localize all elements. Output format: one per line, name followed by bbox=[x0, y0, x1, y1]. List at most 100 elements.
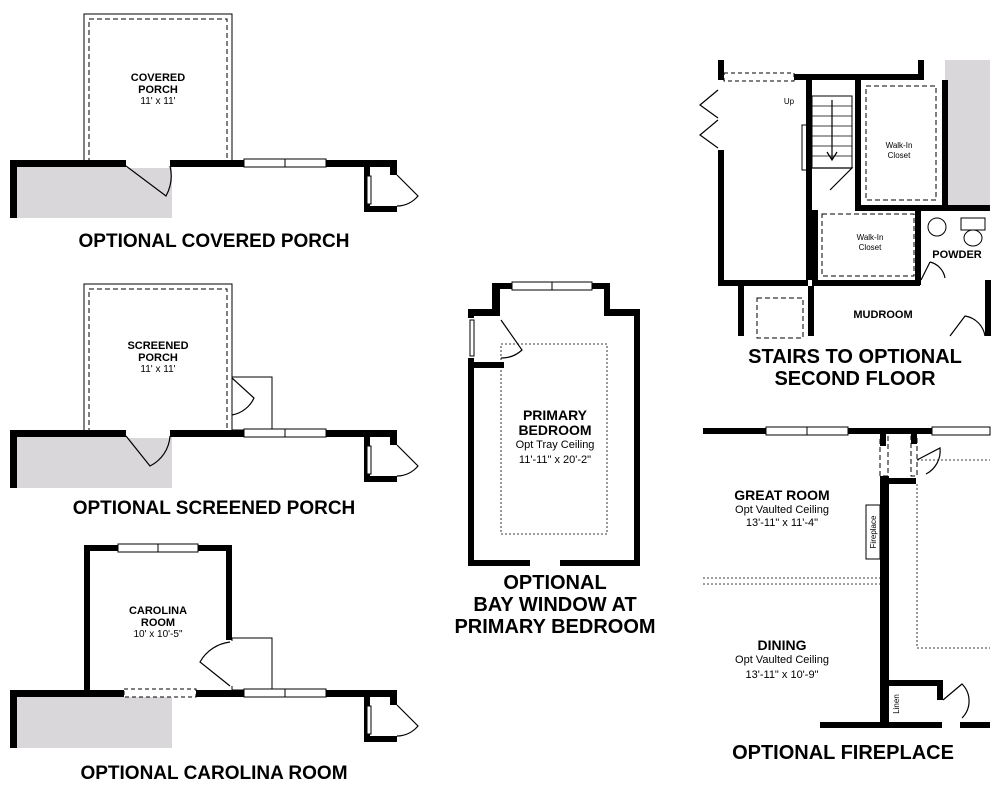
house-wall bbox=[10, 430, 397, 437]
closet-label: Walk-In bbox=[857, 233, 884, 242]
bay-window-panel: PRIMARY BEDROOM Opt Tray Ceiling 11'-11"… bbox=[454, 281, 656, 638]
toilet bbox=[927, 217, 947, 237]
door-swing bbox=[500, 319, 523, 359]
room-wall-right bbox=[226, 545, 232, 640]
door-swing-lower bbox=[942, 683, 970, 719]
exterior-patio bbox=[10, 436, 172, 488]
stair-rail bbox=[812, 167, 854, 191]
window-top-left bbox=[723, 72, 795, 82]
hall-outline bbox=[916, 459, 990, 649]
closet2-dashed bbox=[821, 213, 915, 277]
closet-window bbox=[469, 319, 475, 357]
wall-bottom bbox=[820, 722, 942, 728]
room-note: Opt Tray Ceiling bbox=[516, 439, 595, 451]
closet-label: Walk-In bbox=[886, 141, 913, 150]
room-dimensions: 10' x 10'-5" bbox=[133, 629, 183, 640]
powder-label: POWDER bbox=[932, 249, 982, 261]
house-wall-left bbox=[10, 160, 17, 218]
wall-linen-right bbox=[937, 680, 943, 700]
wall-hall-top bbox=[911, 434, 917, 444]
closet-dashed bbox=[865, 85, 937, 201]
option-caption: OPTIONAL CAROLINA ROOM bbox=[80, 763, 347, 784]
room-name: CAROLINA bbox=[129, 605, 187, 617]
folding-door bbox=[699, 89, 719, 149]
door-gap bbox=[126, 429, 170, 438]
window-right bbox=[931, 426, 991, 436]
opening bbox=[123, 688, 197, 698]
room-name: GREAT ROOM bbox=[734, 487, 829, 503]
side-door-gap bbox=[389, 445, 399, 476]
wall-powder-top bbox=[920, 205, 990, 211]
room-note: Opt Vaulted Ceiling bbox=[735, 654, 829, 666]
room-dimensions: 11' x 11' bbox=[140, 364, 175, 375]
house-wall bbox=[10, 690, 397, 697]
room-wall-left bbox=[84, 545, 90, 692]
room-name: BEDROOM bbox=[518, 422, 591, 438]
wall-vertical bbox=[880, 476, 889, 728]
room-dimensions: 11'-11" x 20'-2" bbox=[519, 454, 591, 466]
house-wall-right-lower bbox=[364, 736, 397, 742]
room-name: PRIMARY bbox=[523, 407, 588, 423]
bottom-window bbox=[530, 559, 560, 567]
mudroom-opening bbox=[756, 297, 804, 339]
wall-mid bbox=[806, 80, 812, 280]
room-name: PORCH bbox=[138, 84, 178, 96]
covered-porch-panel: COVERED PORCH 11' x 11' OPTIONAL COVERED… bbox=[10, 13, 419, 252]
door-gap bbox=[497, 320, 505, 360]
room-name: PORCH bbox=[138, 352, 178, 364]
door-gap bbox=[126, 159, 170, 168]
side-door-swing bbox=[396, 704, 419, 737]
wall-mudroom-stub bbox=[808, 286, 814, 336]
option-caption: BAY WINDOW AT bbox=[473, 594, 636, 616]
fireplace-label: Fireplace bbox=[869, 515, 878, 548]
door-swing bbox=[199, 641, 231, 687]
side-door-gap bbox=[389, 175, 399, 206]
wall-closet-left bbox=[855, 80, 861, 210]
room-name: COVERED bbox=[131, 72, 185, 84]
house-wall-left bbox=[10, 690, 17, 748]
tray-ceiling-outline bbox=[500, 343, 608, 535]
house-wall-left bbox=[10, 430, 17, 488]
room-name: DINING bbox=[758, 637, 807, 653]
wall-top-right bbox=[918, 60, 924, 80]
fireplace bbox=[865, 504, 881, 560]
door-swing bbox=[125, 435, 171, 467]
door-opening-right bbox=[910, 435, 918, 477]
option-caption: PRIMARY BEDROOM bbox=[454, 616, 655, 638]
exterior-patio bbox=[10, 696, 172, 748]
fireplace-panel: Fireplace Linen GREAT ROOM Opt Vaulted C… bbox=[703, 426, 991, 764]
house-wall-right bbox=[390, 430, 397, 445]
side-door-swing bbox=[396, 444, 419, 477]
room-note: Opt Vaulted Ceiling bbox=[735, 504, 829, 516]
house-wall-right bbox=[390, 160, 397, 175]
option-caption: OPTIONAL COVERED PORCH bbox=[79, 231, 350, 252]
option-caption: OPTIONAL FIREPLACE bbox=[732, 742, 954, 764]
wall-powder-bottom bbox=[812, 280, 920, 286]
stair-handrail bbox=[801, 124, 808, 171]
house-wall-right-lower bbox=[364, 476, 397, 482]
room-dimensions: 11' x 11' bbox=[140, 96, 175, 107]
side-window bbox=[366, 705, 372, 735]
house-wall-right bbox=[390, 690, 397, 705]
stairs-panel: Up Walk-In Closet Walk-In Closet POWDER … bbox=[699, 60, 991, 390]
room-dimensions: 13'-11" x 11'-4" bbox=[746, 517, 818, 529]
closet-label: Closet bbox=[859, 243, 882, 252]
screen-door-frame bbox=[231, 376, 273, 431]
option-caption: OPTIONAL bbox=[503, 572, 606, 594]
exterior-patio bbox=[10, 166, 172, 218]
wall-bottom-right bbox=[960, 722, 990, 728]
wall-linen bbox=[888, 680, 943, 686]
option-caption: OPTIONAL SCREENED PORCH bbox=[73, 498, 356, 519]
screened-porch-panel: SCREENED PORCH 11' x 11' OPTIONAL SCREEN… bbox=[10, 283, 419, 519]
wall-powder-left bbox=[915, 205, 921, 285]
door-opening bbox=[879, 435, 889, 477]
wall-closet-right bbox=[942, 80, 948, 210]
wall-left-top bbox=[718, 60, 724, 80]
option-caption: STAIRS TO OPTIONAL bbox=[748, 346, 962, 368]
side-door-swing bbox=[396, 174, 419, 207]
room-dimensions: 13'-11" x 10'-9" bbox=[746, 669, 819, 681]
closet-label: Closet bbox=[888, 151, 911, 160]
carolina-room-panel: CAROLINA ROOM 10' x 10'-5" OPTIONAL CARO… bbox=[10, 543, 419, 784]
wall-mudroom-left bbox=[738, 286, 744, 336]
